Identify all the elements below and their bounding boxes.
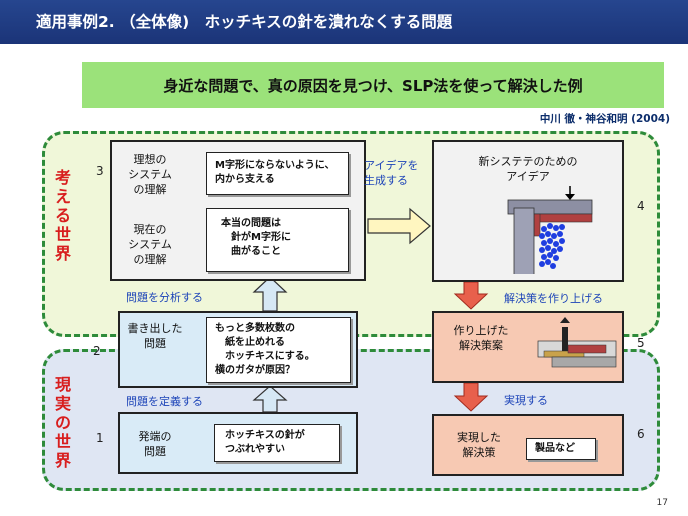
slide-title: 適用事例2. （全体像) ホッチキスの針を潰れなくする問題 (36, 13, 453, 31)
new-idea-box: 新システテのための アイデア (432, 140, 624, 282)
page-number: 17 (656, 498, 668, 508)
realized-solution-box: 実現した 解決策 製品など (432, 414, 624, 476)
current-system-label: 現在の システム の理解 (128, 223, 172, 266)
current-system-box: 本当の問題は 針がM字形に 曲がること (206, 208, 349, 272)
step-number-6: 6 (637, 427, 645, 441)
punch-tip (560, 317, 570, 323)
punch (562, 327, 568, 361)
made-solution-box: 作り上げた 解決策案 (432, 311, 624, 383)
step-number-1: 1 (96, 431, 104, 445)
generate-idea-arrow (367, 207, 431, 245)
new-idea-label: 新システテのための アイデア (478, 155, 578, 183)
subtitle-banner: 身近な問題で、真の原因を見つけ、SLP法を使って解決した例 (82, 62, 664, 108)
origin-problem-label: 発端の 問題 (138, 430, 172, 458)
origin-problem-text: ホッチキスの針が つぶれやすい (225, 430, 305, 455)
needle-leg (533, 213, 541, 237)
define-label: 問題を定義する (126, 395, 203, 408)
step-number-5: 5 (637, 336, 645, 350)
step-number-4: 4 (637, 199, 645, 213)
realized-solution-text-box: 製品など (526, 438, 596, 460)
force-arrow-head (565, 194, 575, 200)
thinking-world-label: 考える世界 (54, 168, 71, 263)
ideal-system-box: M字形にならないように、 内から支える (206, 152, 349, 195)
real-world-label: 現実の世界 (54, 375, 71, 470)
current-system-text: 本当の問題は 針がM字形に 曲がること (221, 218, 291, 257)
made-solution-illustration (537, 317, 617, 368)
origin-problem-text-box: ホッチキスの針が つぶれやすい (214, 424, 340, 462)
step-number-3: 3 (96, 164, 104, 178)
written-problem-text: もっと多数枚数の 紙を止めれる ホッチキスにする。 横のガタが原因？ (215, 323, 315, 376)
made-solution-label: 作り上げた 解決策案 (453, 324, 509, 352)
analyze-label: 問題を分析する (126, 291, 203, 304)
origin-problem-box: 発端の 問題 ホッチキスの針が つぶれやすい (118, 412, 358, 474)
ideal-system-text: M字形にならないように、 内から支える (215, 160, 335, 185)
realize-label: 実現する (504, 394, 548, 407)
new-idea-illustration (507, 186, 593, 274)
realize-arrow (453, 382, 489, 412)
header-bar (0, 0, 688, 44)
written-problem-box: 書き出した 問題 もっと多数枚数の 紙を止めれる ホッチキスにする。 横のガタが… (118, 311, 358, 388)
build-solution-arrow (453, 281, 489, 310)
paper-stack-dots (539, 223, 565, 269)
ideal-system-label: 理想の システム の理解 (128, 153, 172, 196)
analyze-arrow (252, 276, 288, 312)
step-number-2: 2 (93, 344, 101, 358)
side-support (513, 207, 535, 274)
define-arrow (252, 385, 288, 413)
bottom-plate (551, 356, 617, 368)
author-credit: 中川 徹・神谷和明 (2004) (539, 113, 670, 125)
build-solution-label: 解決策を作り上げる (504, 292, 603, 305)
needle-bar (533, 213, 593, 223)
generate-idea-label: アイデアを 生成する (364, 159, 419, 187)
realized-solution-label: 実現した 解決策 (457, 431, 501, 459)
written-problem-label: 書き出した 問題 (127, 322, 183, 350)
written-problem-text-box: もっと多数枚数の 紙を止めれる ホッチキスにする。 横のガタが原因？ (206, 317, 351, 383)
understanding-box: 理想の システム の理解 M字形にならないように、 内から支える 現在の システ… (110, 140, 366, 281)
subtitle-text: 身近な問題で、真の原因を見つけ、SLP法を使って解決した例 (163, 76, 583, 95)
needle-part (567, 344, 607, 354)
realized-solution-text: 製品など (535, 443, 575, 454)
